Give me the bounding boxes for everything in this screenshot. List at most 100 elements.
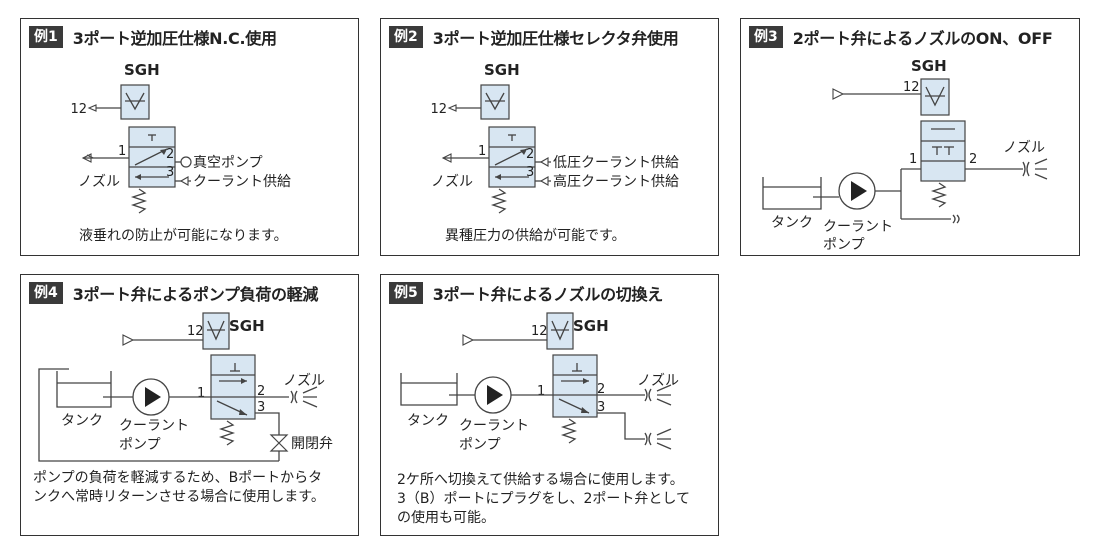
pilot-triangle <box>832 88 845 100</box>
valve-body <box>552 354 598 418</box>
spring <box>490 188 508 214</box>
spring <box>130 188 148 214</box>
example-title: 3ポート弁によるポンプ負荷の軽減 <box>72 285 319 304</box>
port-3-label: 3 <box>526 165 534 180</box>
nozzle-label: ノズル <box>431 174 473 190</box>
model-label: SGH <box>229 317 265 335</box>
port-2-label: 2 <box>257 384 265 399</box>
solenoid <box>920 78 950 116</box>
low-pressure-label: 低圧クーラント供給 <box>553 155 679 171</box>
spring <box>560 418 578 444</box>
high-pressure-label: 高圧クーラント供給 <box>553 173 679 190</box>
port-2-label: 2 <box>166 147 174 162</box>
description: ポンプの負荷を軽減するため、Bポートからタ ンクへ常時リターンさせる場合に使用し… <box>33 469 325 507</box>
model-label: SGH <box>484 61 520 79</box>
on-off-valve-label: 開閉弁 <box>291 436 333 452</box>
port-2-label: 2 <box>969 152 977 167</box>
nozzle-label: ノズル <box>283 373 325 389</box>
pump-label-line1: クーラント <box>823 219 893 235</box>
example-5-diagram: SGH 12 1 2 3 ノズル タンク クーラント ポンプ <box>400 312 679 453</box>
port-2-label: 2 <box>597 382 605 397</box>
nozzle-symbol <box>290 390 298 404</box>
nozzle-symbol-2 <box>644 432 652 446</box>
port-12-label: 12 <box>430 102 447 117</box>
example-2-panel: 例2 3ポート逆加圧仕様セレクタ弁使用 SGH 12 1 ノズル 2 低圧クーラ… <box>380 18 719 256</box>
port-12-label: 12 <box>187 324 204 339</box>
description-line: 液垂れの防止が可能になります。 <box>79 228 288 244</box>
solenoid <box>202 312 230 350</box>
tank <box>56 371 112 408</box>
port-1-label: 1 <box>118 144 126 159</box>
example-3-diagram: SGH 12 1 2 ノズル タンク クーラント ポンプ <box>762 57 1048 253</box>
example-badge: 例2 <box>389 26 423 48</box>
tank-label: タンク <box>407 413 449 429</box>
port-3-label: 3 <box>257 400 265 415</box>
port-1-label: 1 <box>197 386 205 401</box>
vacuum-pump-symbol <box>180 156 192 168</box>
example-3-panel: 例3 2ポート弁によるノズルのON、OFF SGH 12 1 2 ノズル タンク <box>740 18 1080 256</box>
nozzle-label: ノズル <box>78 174 120 190</box>
valve-body <box>210 354 256 420</box>
description-line: の使用も可能。 <box>397 510 495 526</box>
tank <box>762 177 822 210</box>
nozzle-label: ノズル <box>1003 140 1045 156</box>
pump-label-line1: クーラント <box>119 418 189 434</box>
example-2-diagram: SGH 12 1 ノズル 2 低圧クーラント供給 3 高圧クーラント供給 <box>430 61 679 214</box>
coolant-supply-label: クーラント供給 <box>193 174 291 190</box>
port-12-label: 12 <box>903 80 920 95</box>
solenoid <box>120 84 150 120</box>
example-badge: 例5 <box>389 282 423 304</box>
description-line: 3（B）ポートにプラグをし、2ポート弁として <box>397 491 690 507</box>
port-12-label: 12 <box>70 102 87 117</box>
example-1-diagram: SGH 12 1 ノズル 2 真空ポンプ 3 クーラント供給 <box>70 61 291 214</box>
example-4-diagram: SGH 12 1 2 3 ノズル 開閉弁 タンク <box>38 312 333 462</box>
port-1-label: 1 <box>537 384 545 399</box>
nozzle-symbol <box>1022 161 1030 177</box>
example-5-panel: 例5 3ポート弁によるノズルの切換え SGH 12 1 2 3 ノズル タンク <box>380 274 719 536</box>
vacuum-pump-label: 真空ポンプ <box>193 155 263 171</box>
port-1-label: 1 <box>478 144 486 159</box>
example-title: 3ポート逆加圧仕様セレクタ弁使用 <box>432 29 679 48</box>
pump-label-line2: ポンプ <box>823 237 865 253</box>
pilot-triangle <box>87 104 97 112</box>
description: 異種圧力の供給が可能です。 <box>445 227 626 246</box>
example-1-panel: 例1 3ポート逆加圧仕様N.C.使用 SGH 12 1 ノズル 2 真空ポンプ <box>20 18 359 256</box>
description: 2ケ所へ切換えて供給する場合に使用します。 3（B）ポートにプラグをし、2ポート… <box>397 471 690 528</box>
example-4-panel: 例4 3ポート弁によるポンプ負荷の軽減 SGH 12 1 2 3 ノズル 開閉弁 <box>20 274 359 536</box>
valve-body <box>920 120 966 182</box>
description-line: 異種圧力の供給が可能です。 <box>445 228 626 244</box>
pump-label-line2: ポンプ <box>459 437 501 453</box>
nozzle-symbol-1 <box>644 388 652 402</box>
solenoid <box>546 312 574 350</box>
port-2-label: 2 <box>526 147 534 162</box>
spring <box>930 182 948 208</box>
pilot-triangle <box>447 104 457 112</box>
solenoid <box>480 84 510 120</box>
example-title: 3ポート逆加圧仕様N.C.使用 <box>72 29 277 48</box>
description-line: ンクへ常時リターンさせる場合に使用します。 <box>33 489 325 505</box>
description-line: 2ケ所へ切換えて供給する場合に使用します。 <box>397 472 684 488</box>
pump-label-line2: ポンプ <box>119 437 161 453</box>
tank-label: タンク <box>61 413 103 429</box>
example-badge: 例4 <box>29 282 63 304</box>
example-title: 3ポート弁によるノズルの切換え <box>432 285 663 304</box>
tank <box>400 373 458 406</box>
port-3-label: 3 <box>166 165 174 180</box>
example-badge: 例1 <box>29 26 63 48</box>
description: 液垂れの防止が可能になります。 <box>79 227 288 246</box>
pump-label-line1: クーラント <box>459 418 529 434</box>
model-label: SGH <box>573 317 609 335</box>
pilot-triangle <box>462 334 475 346</box>
on-off-valve <box>269 434 289 452</box>
port-1-label: 1 <box>909 152 917 167</box>
spring <box>218 420 236 446</box>
pilot-triangle <box>122 334 135 346</box>
model-label: SGH <box>911 57 947 75</box>
description-line: ポンプの負荷を軽減するため、Bポートからタ <box>33 470 323 486</box>
model-label: SGH <box>124 61 160 79</box>
tank-label: タンク <box>771 215 813 231</box>
port-12-label: 12 <box>531 324 548 339</box>
example-title: 2ポート弁によるノズルのON、OFF <box>792 29 1053 48</box>
port-3-label: 3 <box>597 400 605 415</box>
nozzle-label: ノズル <box>637 373 679 389</box>
